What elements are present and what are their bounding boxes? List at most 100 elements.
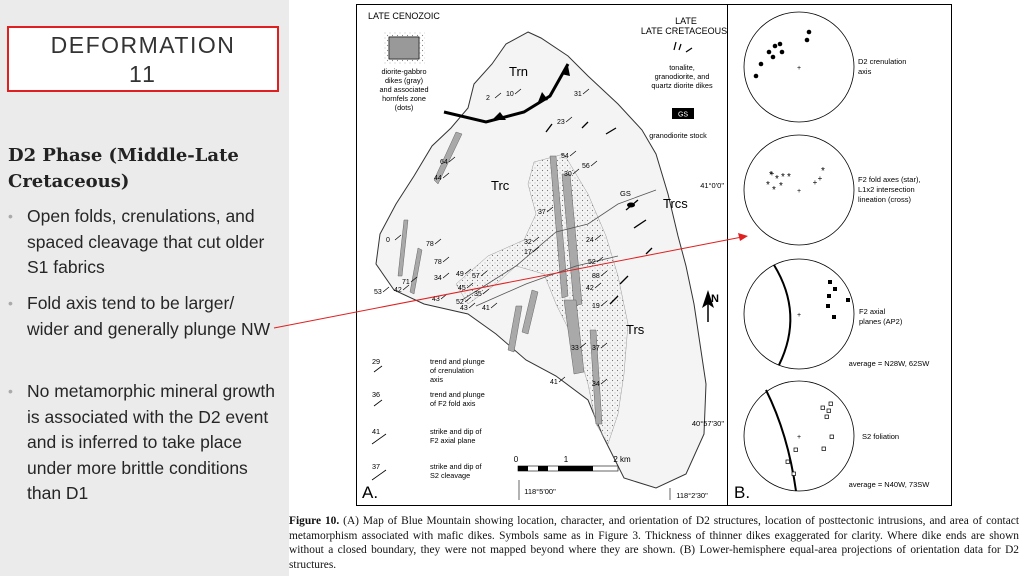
legend-cleavage-symbol	[371, 469, 387, 481]
stereonet-label: S2 foliation	[862, 432, 899, 441]
measurement-label: 43	[432, 296, 440, 303]
legend-fold-axis-symbol	[373, 399, 383, 407]
measurement-label: 78	[426, 241, 434, 248]
measurement-symbol	[582, 88, 590, 95]
measurement-label: 42	[586, 285, 594, 292]
granodiorite-stock	[627, 202, 635, 208]
legend-dike-fill	[388, 36, 420, 60]
scale-label: 1	[564, 455, 569, 464]
bullet-item: • Open folds, crenulations, and spaced c…	[8, 204, 280, 281]
stereonet-1: + D2 crenulation axis	[743, 11, 906, 123]
svg-text:+: +	[797, 312, 801, 319]
bullet-text: Fold axis tend to be larger/ wider and g…	[27, 293, 271, 339]
stereonet-label: F2 fold axes (star),	[858, 175, 921, 184]
panel-label-b: B.	[734, 483, 750, 502]
legend-stock-label: granodiorite stock	[649, 131, 707, 140]
measurement-label: 78	[434, 259, 442, 266]
legend-text: trend and plunge	[430, 357, 485, 366]
measurement-label: 17	[524, 249, 532, 256]
slide-title-box: DEFORMATION 11	[7, 26, 279, 92]
geologic-figure: LATE CENOZOIC diorite-gabbro dikes (gray…	[356, 4, 952, 506]
bullet-dot-icon: •	[8, 208, 13, 224]
caption-lead: Figure 10.	[289, 515, 340, 527]
legend-value: 29	[372, 357, 380, 366]
bullet-dot-icon: •	[8, 295, 13, 311]
measurement-symbol	[558, 376, 566, 383]
svg-text:*: *	[775, 174, 779, 185]
legend-late-cretaceous: LATE CRETACEOUS	[641, 26, 727, 36]
sidebar-panel: DEFORMATION 11 D2 Phase (Middle-Late Cre…	[0, 0, 289, 576]
latitude-top: 41°0'0"	[700, 181, 724, 190]
gs-label: GS	[620, 189, 631, 198]
measurement-label: 52	[588, 259, 596, 266]
measurement-label: 57	[472, 273, 480, 280]
measurement-label: 37	[538, 209, 546, 216]
svg-text:+: +	[797, 188, 801, 195]
measurement-symbol	[546, 206, 554, 213]
svg-text:*: *	[781, 172, 785, 183]
slide-title-number: 11	[129, 61, 157, 87]
panel-label-a: A.	[362, 483, 378, 502]
section-heading: D2 Phase (Middle-Late Cretaceous)	[8, 145, 239, 192]
legend-value: 41	[372, 427, 380, 436]
longitude-right: 118°2'30"	[676, 491, 708, 500]
svg-text:*: *	[769, 170, 773, 181]
measurement-symbol	[569, 150, 577, 157]
scale-label: 2 km	[613, 455, 631, 464]
legend-tonalite-text: granodiorite, and	[655, 72, 710, 81]
legend-tonalite-symbol	[673, 41, 693, 53]
legend-late: LATE	[675, 16, 697, 26]
stereonet-label: F2 axial	[859, 307, 886, 316]
legend-value: 36	[372, 390, 380, 399]
svg-text:+: +	[797, 434, 801, 441]
thrust-fault	[443, 63, 570, 124]
measurement-symbol	[494, 92, 502, 99]
legend-gs-text: GS	[678, 112, 688, 119]
stereonet-label: D2 crenulation	[858, 57, 906, 66]
measurement-label: 42	[394, 287, 402, 294]
svg-text:+: +	[818, 174, 823, 183]
legend-dike-text: and associated	[379, 85, 428, 94]
stereonet-frame	[727, 4, 952, 506]
latitude-bottom: 40°57'30"	[692, 419, 724, 428]
measurement-symbol	[572, 168, 580, 175]
stereonet-3: + F2 axial planes (AP2) average = N28W, …	[743, 258, 930, 370]
svg-text:*: *	[766, 180, 770, 191]
svg-text:*: *	[779, 181, 783, 192]
measurement-symbol	[448, 156, 456, 163]
measurement-label: 35	[474, 291, 482, 298]
bullet-item: • Fold axis tend to be larger/ wider and…	[8, 291, 280, 342]
measurement-label: 53	[374, 289, 382, 296]
scale-bar	[517, 465, 619, 472]
stereonet-label: lineation (cross)	[858, 195, 911, 204]
unit-label: Trn	[509, 64, 528, 79]
measurement-label: 88	[592, 273, 600, 280]
legend-text: axis	[430, 375, 443, 384]
legend-text: of F2 fold axis	[430, 399, 476, 408]
unit-label: Trc	[491, 178, 510, 193]
figure-caption: Figure 10. (A) Map of Blue Mountain show…	[289, 514, 1019, 572]
legend-value: 37	[372, 462, 380, 471]
legend-tonalite-text: quartz diorite dikes	[651, 81, 713, 90]
measurement-symbol	[565, 116, 573, 123]
legend-text: strike and dip of	[430, 462, 482, 471]
stereonet-label: planes (AP2)	[859, 317, 903, 326]
measurement-symbol	[600, 342, 608, 349]
longitude-left: 118°5'00"	[524, 487, 556, 496]
legend-crenulation-symbol	[373, 365, 383, 373]
measurement-label: 30	[564, 171, 572, 178]
measurement-label: 32	[524, 239, 532, 246]
svg-text:+: +	[770, 169, 775, 178]
stereonet-2: + *** *** ** +++ F2 fold axes (star), L1…	[743, 134, 921, 246]
legend-axial-plane-symbol	[371, 433, 387, 445]
scale-label: 0	[514, 455, 519, 464]
measurement-symbol	[442, 172, 450, 179]
measurement-label: 0	[386, 237, 390, 244]
measurement-label: 24	[586, 237, 594, 244]
svg-text:*: *	[787, 172, 791, 183]
north-label: N	[711, 293, 719, 305]
bullet-text: Open folds, crenulations, and spaced cle…	[27, 206, 265, 277]
svg-text:+: +	[813, 178, 818, 187]
measurement-label: 2	[486, 95, 490, 102]
stereonet-label: axis	[858, 67, 872, 76]
